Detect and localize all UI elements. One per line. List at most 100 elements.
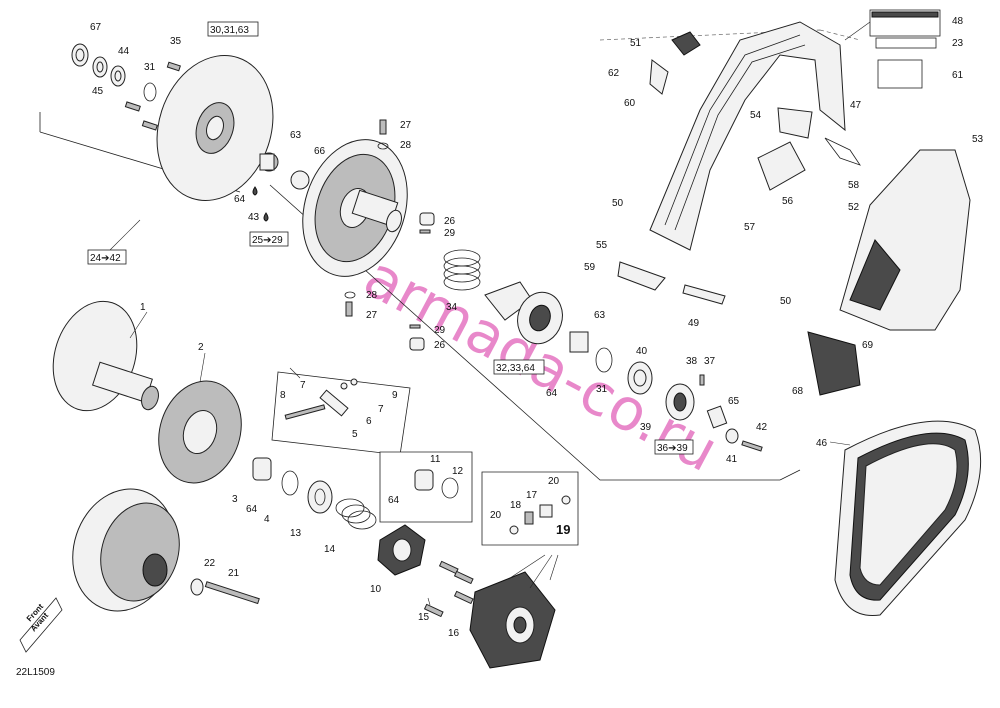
strap-49 <box>682 284 726 305</box>
movable-sheave-top <box>302 139 408 277</box>
callout-52: 52 <box>848 202 860 213</box>
callout-58: 58 <box>848 180 860 191</box>
callout-3: 3 <box>232 494 238 505</box>
cover-52 <box>839 149 971 331</box>
callout-51: 51 <box>630 38 642 49</box>
callout-60: 60 <box>624 98 636 109</box>
svg-text:25➔29: 25➔29 <box>252 235 283 246</box>
svg-text:32,33,64: 32,33,64 <box>496 363 535 374</box>
callout-63a: 63 <box>290 130 302 141</box>
callout-39: 39 <box>640 422 652 433</box>
callout-45: 45 <box>92 86 104 97</box>
cam-bearing-32 <box>484 281 563 345</box>
callout-54: 54 <box>750 110 762 121</box>
callout-29a: 29 <box>444 228 456 239</box>
callout-5: 5 <box>352 429 358 440</box>
callout-48: 48 <box>952 16 964 27</box>
bracket-56 <box>757 141 806 191</box>
callout-15: 15 <box>418 612 430 623</box>
callout-35: 35 <box>170 36 182 47</box>
callout-38: 38 <box>686 356 698 367</box>
callout-8: 8 <box>280 390 286 401</box>
ring-bushing-spring-group <box>252 457 377 530</box>
spider-10 <box>377 524 426 576</box>
callout-27b: 27 <box>366 310 378 321</box>
bracket-51 <box>671 31 701 56</box>
frame-leader-24 <box>109 219 141 251</box>
callout-63b: 63 <box>594 310 606 321</box>
callout-13: 13 <box>290 528 302 539</box>
callout-65: 65 <box>728 396 740 407</box>
assembly-frame <box>39 112 801 481</box>
svg-text:36➔39: 36➔39 <box>657 443 688 454</box>
callout-50b: 50 <box>780 296 792 307</box>
callout-43: 43 <box>248 212 260 223</box>
bracket-55 <box>617 261 666 291</box>
callout-29b: 29 <box>434 325 446 336</box>
bushings-63-66 <box>259 152 310 190</box>
callout-41: 41 <box>726 454 738 465</box>
callout-28b: 28 <box>366 290 378 301</box>
clip-58 <box>824 137 861 166</box>
lubricant-drops-top <box>252 186 269 222</box>
callout-1: 1 <box>140 302 146 313</box>
callout-44: 44 <box>118 46 130 57</box>
callout-37: 37 <box>704 356 716 367</box>
callout-31a: 31 <box>144 62 156 73</box>
slider-26-29-bottom <box>409 324 425 351</box>
callout-49: 49 <box>688 318 700 329</box>
callout-6: 6 <box>366 416 372 427</box>
callout-68: 68 <box>792 386 804 397</box>
callout-55: 55 <box>596 240 608 251</box>
callout-7a: 7 <box>300 380 306 391</box>
callout-26b: 26 <box>434 340 446 351</box>
fixed-sheave-top <box>156 55 274 201</box>
boxed-callout-25-29: 25➔29 <box>249 231 289 247</box>
callout-64b: 64 <box>246 504 258 515</box>
movable-sheave-drive-2 <box>158 380 242 484</box>
boxed-callout-30-31-63: 30,31,63 <box>207 21 259 37</box>
screw-27-bottom <box>344 291 356 317</box>
drive-belt-46 <box>834 420 982 617</box>
callout-20b: 20 <box>490 510 502 521</box>
callout-64a: 64 <box>234 194 246 205</box>
screws-15 <box>423 560 474 618</box>
bracket-54 <box>777 107 813 139</box>
belt-guard-support-47 <box>649 21 846 251</box>
bolt-21-22 <box>190 578 260 605</box>
callout-23: 23 <box>952 38 964 49</box>
callout-62: 62 <box>608 68 620 79</box>
callout-18: 18 <box>510 500 522 511</box>
callout-61: 61 <box>952 70 964 81</box>
washer-stack-top <box>71 43 157 102</box>
callout-40: 40 <box>636 346 648 357</box>
slider-26-29-top <box>419 212 435 234</box>
cover-16 <box>469 571 556 669</box>
callout-16: 16 <box>448 628 460 639</box>
callout-46: 46 <box>816 438 828 449</box>
pin-assembly-box <box>271 371 411 456</box>
svg-text:24➔42: 24➔42 <box>90 253 121 264</box>
callout-14: 14 <box>324 544 336 555</box>
callout-59: 59 <box>584 262 596 273</box>
roller-box-17-20 <box>481 471 579 546</box>
callout-20a: 20 <box>548 476 560 487</box>
callout-57: 57 <box>744 222 756 233</box>
callout-10: 10 <box>370 584 382 595</box>
callout-17: 17 <box>526 490 538 501</box>
callout-67: 67 <box>90 22 102 33</box>
callout-31b: 31 <box>596 384 608 395</box>
hub-36-39 <box>665 374 763 452</box>
callout-69: 69 <box>862 340 874 351</box>
bracket-60 <box>649 59 669 95</box>
diagram-code: 22L1509 <box>16 667 55 678</box>
callout-9: 9 <box>392 390 398 401</box>
callout-50a: 50 <box>612 198 624 209</box>
bushing-box-11-12 <box>379 451 473 523</box>
boxed-callout-24-42: 24➔42 <box>87 249 127 265</box>
fixed-sheave-drive <box>52 300 159 412</box>
callout-64d: 64 <box>546 388 558 399</box>
callout-22: 22 <box>204 558 216 569</box>
callout-2: 2 <box>198 342 204 353</box>
callout-21: 21 <box>228 568 240 579</box>
